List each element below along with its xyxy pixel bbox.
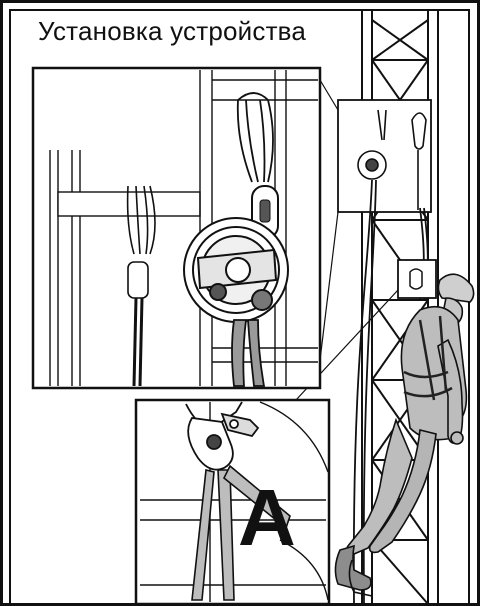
page-title: Установка устройства — [38, 16, 306, 47]
callout-letter: A — [238, 473, 296, 562]
leader-line-mid — [320, 212, 338, 360]
detail-device-closeup — [33, 68, 320, 388]
detail-A-closeup: A — [136, 400, 329, 604]
leader-line-top — [320, 80, 338, 110]
